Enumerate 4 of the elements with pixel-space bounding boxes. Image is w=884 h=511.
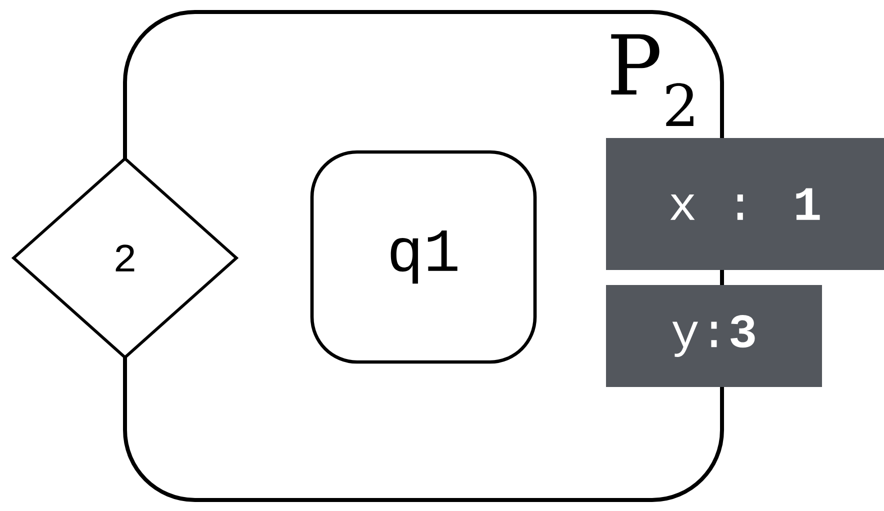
variable-box: y:3	[606, 285, 822, 387]
state-box: q1	[310, 150, 537, 364]
variable-box: x : 1	[606, 138, 884, 270]
frame-title: P$_{2}$	[611, 34, 694, 126]
